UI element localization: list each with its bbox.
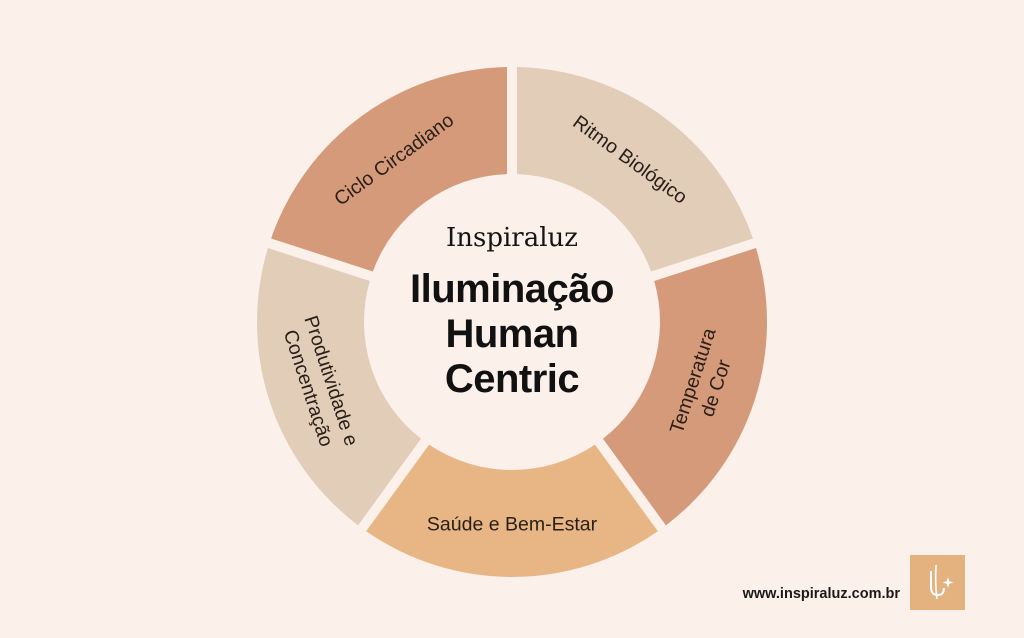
- segment-3: [366, 444, 658, 578]
- title-line-1: Iluminação: [410, 267, 614, 311]
- brand-wordmark: Inspiraluz: [446, 223, 578, 253]
- segment-5: [271, 67, 507, 272]
- brand-logo-badge: [910, 555, 965, 610]
- title-line-3: Centric: [445, 357, 580, 401]
- segment-3-label: Saúde e Bem-Estar: [427, 514, 598, 536]
- center-block: Inspiraluz Iluminação Human Centric: [410, 223, 614, 401]
- inspiraluz-monogram-icon: [930, 564, 954, 600]
- title-line-2: Human: [445, 312, 578, 356]
- segment-4: [256, 247, 422, 526]
- segment-2: [602, 247, 768, 526]
- website-url[interactable]: www.inspiraluz.com.br: [742, 586, 900, 602]
- segment-1: [517, 67, 753, 272]
- segment-3-label-line-1: Saúde e Bem-Estar: [427, 514, 598, 536]
